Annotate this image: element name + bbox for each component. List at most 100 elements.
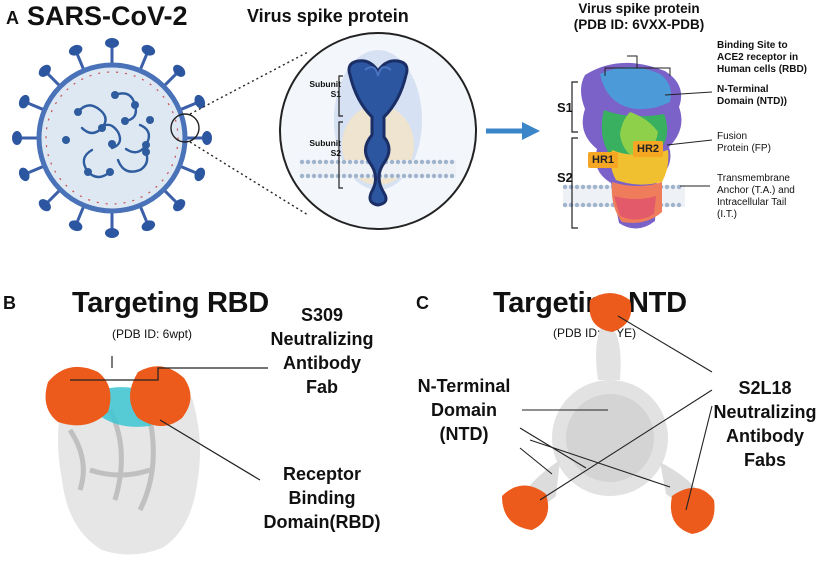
membrane-lipid: [317, 173, 323, 179]
virus-spike-stalk: [46, 188, 62, 204]
virus-spike-head: [68, 44, 83, 56]
membrane-lipid: [407, 173, 413, 179]
zoom-line-top: [189, 51, 309, 115]
virus-spike-stalk: [162, 72, 178, 88]
arrow-head: [522, 122, 540, 140]
structure-title-line1: Virus spike protein: [578, 1, 700, 16]
virus-spike-head: [173, 199, 186, 212]
virus-spike-head: [12, 131, 22, 145]
membrane-lipid: [347, 173, 353, 179]
membrane-lipid: [425, 173, 431, 179]
membrane-lipid: [329, 173, 335, 179]
membrane-lipid: [413, 159, 419, 165]
membrane-lipid: [341, 173, 347, 179]
membrane-lipid: [299, 159, 305, 165]
membrane-lipid: [586, 202, 592, 208]
membrane-lipid: [305, 173, 311, 179]
membrane-lipid: [449, 159, 455, 165]
virus-spike-head: [105, 228, 119, 238]
virus-spike-stalk: [46, 72, 62, 88]
membrane-lipid: [389, 173, 395, 179]
membrane-lipid: [353, 173, 359, 179]
virus-spike-head: [38, 64, 51, 77]
membrane-lipid: [670, 202, 676, 208]
membrane-lipid: [401, 159, 407, 165]
membrane-lipid: [670, 184, 676, 190]
virus-spike-stalk: [138, 204, 149, 223]
panel-b-pdb: (PDB ID: 6wpt): [112, 327, 193, 341]
hr1-box: HR1: [588, 152, 619, 168]
rbd-label-b: Receptor Binding Domain(RBD): [263, 464, 381, 532]
rbd-binding-label: Binding Site to ACE2 receptor in Human c…: [717, 40, 808, 75]
membrane-lipid: [413, 173, 419, 179]
membrane-lipid: [323, 159, 329, 165]
membrane-lipid: [562, 184, 568, 190]
membrane-lipid: [604, 184, 610, 190]
membrane-lipid: [311, 173, 317, 179]
membrane-lipid: [676, 202, 682, 208]
membrane-lipid: [580, 184, 586, 190]
virus-spike-stalk: [178, 101, 197, 112]
virus-spike-head: [105, 38, 119, 48]
virus-spike-head: [38, 199, 51, 212]
zoom-circle: [279, 32, 477, 230]
panel-c-pdb: (PDB ID: 7LYE): [553, 326, 637, 340]
virus-spike-stalk: [75, 204, 86, 223]
virus-spike-head: [202, 131, 212, 145]
membrane-lipid: [437, 159, 443, 165]
transmembrane-label: Transmembrane Anchor (T.A.) and Intracel…: [717, 173, 795, 220]
s2l18-antibody-label: S2L18 Neutralizing Antibody Fabs: [713, 378, 817, 470]
membrane-lipid: [401, 173, 407, 179]
membrane-lipid: [664, 184, 670, 190]
membrane-lipid: [443, 173, 449, 179]
virus-spike-stalk: [178, 164, 197, 175]
panel-c-title: Targeting NTD: [493, 287, 687, 319]
panel-b-title: Targeting RBD: [72, 287, 269, 319]
ntd-label-a: N-Terminal Domain (NTD)): [717, 84, 787, 107]
s1-label: S1: [557, 100, 573, 115]
membrane-lipid: [359, 173, 365, 179]
virus-spike-head: [18, 167, 30, 182]
virus-membrane-inner: [45, 71, 179, 205]
virus-spike-stalk: [27, 101, 46, 112]
membrane-lipid: [580, 202, 586, 208]
membrane-lipid: [317, 159, 323, 165]
membrane-lipid: [437, 173, 443, 179]
virus-spike-head: [141, 44, 156, 56]
membrane-lipid: [365, 173, 371, 179]
virus-spike-head: [173, 64, 186, 77]
zoom-title: Virus spike protein: [247, 6, 409, 26]
membrane-lipid: [389, 159, 395, 165]
membrane-lipid: [562, 202, 568, 208]
membrane-lipid: [431, 173, 437, 179]
virus-spike-stalk: [27, 164, 46, 175]
membrane-lipid: [443, 159, 449, 165]
membrane-lipid: [347, 159, 353, 165]
membrane-lipid: [323, 173, 329, 179]
fusion-protein-label: Fusion Protein (FP): [717, 131, 771, 154]
virus-spike-head: [194, 167, 206, 182]
panel-a-letter: A: [6, 8, 19, 28]
membrane-lipid: [676, 184, 682, 190]
membrane-lipid: [305, 159, 311, 165]
subunit-s1-label: Subunit S1: [309, 79, 341, 99]
spike-structure-6vxx: [562, 55, 713, 229]
membrane-lipid: [592, 184, 598, 190]
membrane-lipid: [359, 159, 365, 165]
virus-rna-beads: [62, 91, 154, 176]
virus-spike-head: [18, 94, 30, 109]
hr2-box: HR2: [633, 141, 664, 157]
virus-spike-stalk: [162, 188, 178, 204]
membrane-lipid: [395, 173, 401, 179]
membrane-lipid: [353, 159, 359, 165]
membrane-lipid: [592, 202, 598, 208]
virus-spike-head: [68, 220, 83, 232]
subunit-s2-label: Subunit S2: [309, 138, 341, 158]
ntd-label-c: N-Terminal Domain (NTD): [417, 376, 511, 444]
membrane-lipid: [341, 159, 347, 165]
membrane-lipid: [311, 159, 317, 165]
membrane-lipid: [407, 159, 413, 165]
membrane-lipid: [383, 173, 389, 179]
panel-b-letter: B: [3, 293, 16, 313]
virus-particle: [12, 38, 212, 238]
